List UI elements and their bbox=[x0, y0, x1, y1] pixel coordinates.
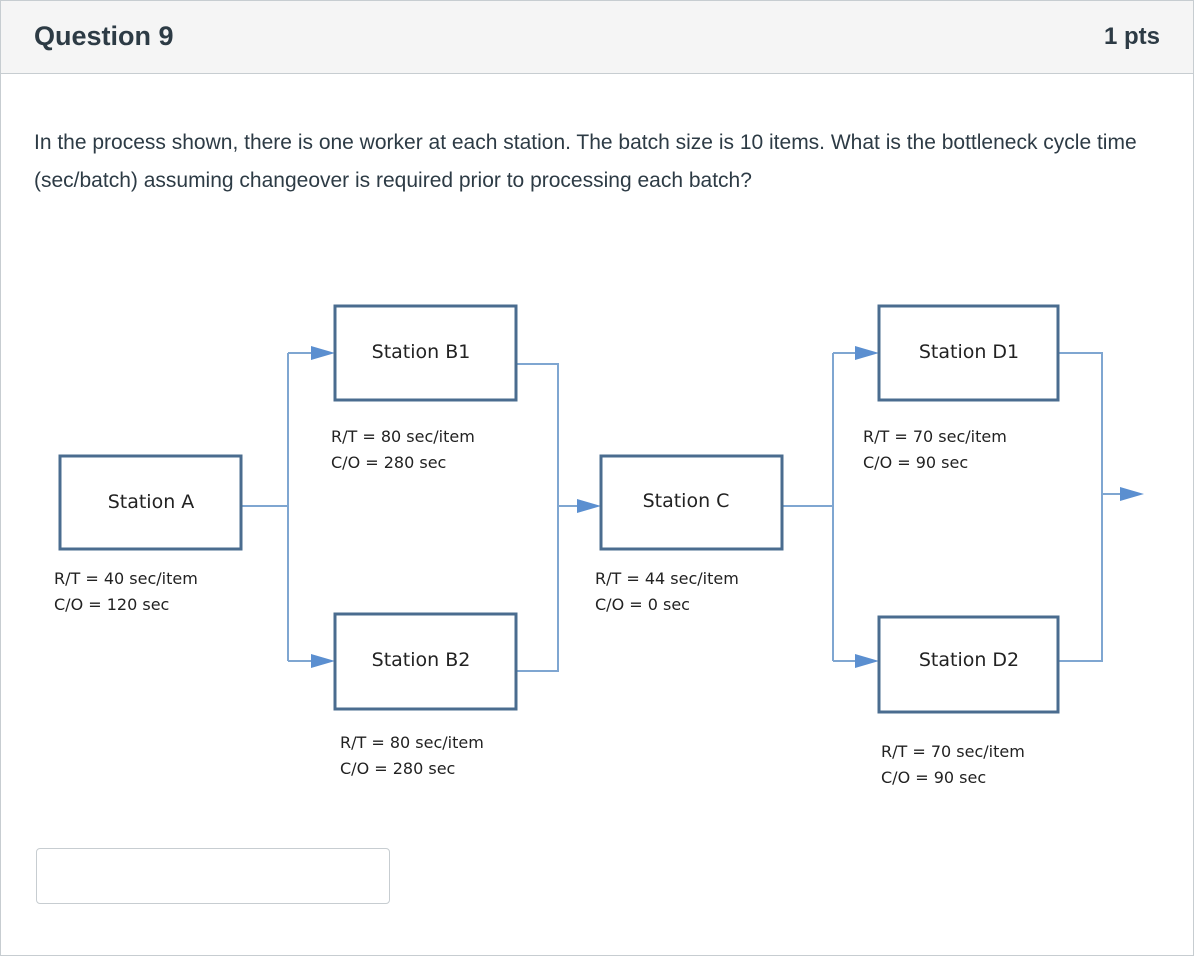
connector-c-split bbox=[782, 352, 857, 662]
station-a-rt: R/T = 40 sec/item bbox=[54, 569, 198, 588]
arrow-head-b1 bbox=[311, 346, 335, 360]
arrow-head-output bbox=[1120, 487, 1144, 501]
station-c-rt: R/T = 44 sec/item bbox=[595, 569, 739, 588]
station-b2-co: C/O = 280 sec bbox=[340, 759, 455, 778]
question-title: Question 9 bbox=[34, 21, 174, 51]
station-a-label: Station A bbox=[108, 491, 195, 513]
station-d2: Station D2 R/T = 70 sec/item C/O = 90 se… bbox=[877, 615, 1060, 787]
connector-b-merge bbox=[516, 363, 579, 672]
arrow-head-c bbox=[577, 499, 601, 513]
station-c-co: C/O = 0 sec bbox=[595, 595, 690, 614]
connector-d-merge bbox=[1058, 352, 1122, 662]
question-header: Question 9 1 pts bbox=[1, 1, 1193, 74]
station-b2-rt: R/T = 80 sec/item bbox=[340, 733, 484, 752]
arrow-head-b2 bbox=[311, 654, 335, 668]
station-d2-label: Station D2 bbox=[919, 649, 1019, 671]
station-b2-label: Station B2 bbox=[372, 649, 471, 671]
answer-input[interactable] bbox=[36, 848, 390, 904]
station-d1-co: C/O = 90 sec bbox=[863, 453, 968, 472]
station-b1-rt: R/T = 80 sec/item bbox=[331, 427, 475, 446]
station-c: Station C R/T = 44 sec/item C/O = 0 sec bbox=[595, 454, 784, 614]
station-d2-rt: R/T = 70 sec/item bbox=[881, 742, 1025, 761]
question-points: 1 pts bbox=[1103, 23, 1160, 50]
connectors bbox=[241, 346, 1144, 672]
station-c-label: Station C bbox=[643, 490, 730, 512]
station-d1: Station D1 R/T = 70 sec/item C/O = 90 se… bbox=[863, 304, 1060, 472]
station-b1-co: C/O = 280 sec bbox=[331, 453, 446, 472]
arrow-head-d1 bbox=[855, 346, 879, 360]
station-b2: Station B2 R/T = 80 sec/item C/O = 280 s… bbox=[333, 612, 518, 778]
arrow-head-d2 bbox=[855, 654, 879, 668]
station-b1: Station B1 R/T = 80 sec/item C/O = 280 s… bbox=[331, 304, 518, 472]
station-d1-rt: R/T = 70 sec/item bbox=[863, 427, 1007, 446]
station-d1-label: Station D1 bbox=[919, 341, 1019, 363]
station-a-co: C/O = 120 sec bbox=[54, 595, 169, 614]
station-b1-label: Station B1 bbox=[372, 341, 471, 363]
station-a: Station A R/T = 40 sec/item C/O = 120 se… bbox=[54, 454, 243, 614]
station-d2-co: C/O = 90 sec bbox=[881, 768, 986, 787]
question-text: In the process shown, there is one worke… bbox=[34, 131, 1137, 192]
connector-a-split bbox=[241, 353, 289, 661]
